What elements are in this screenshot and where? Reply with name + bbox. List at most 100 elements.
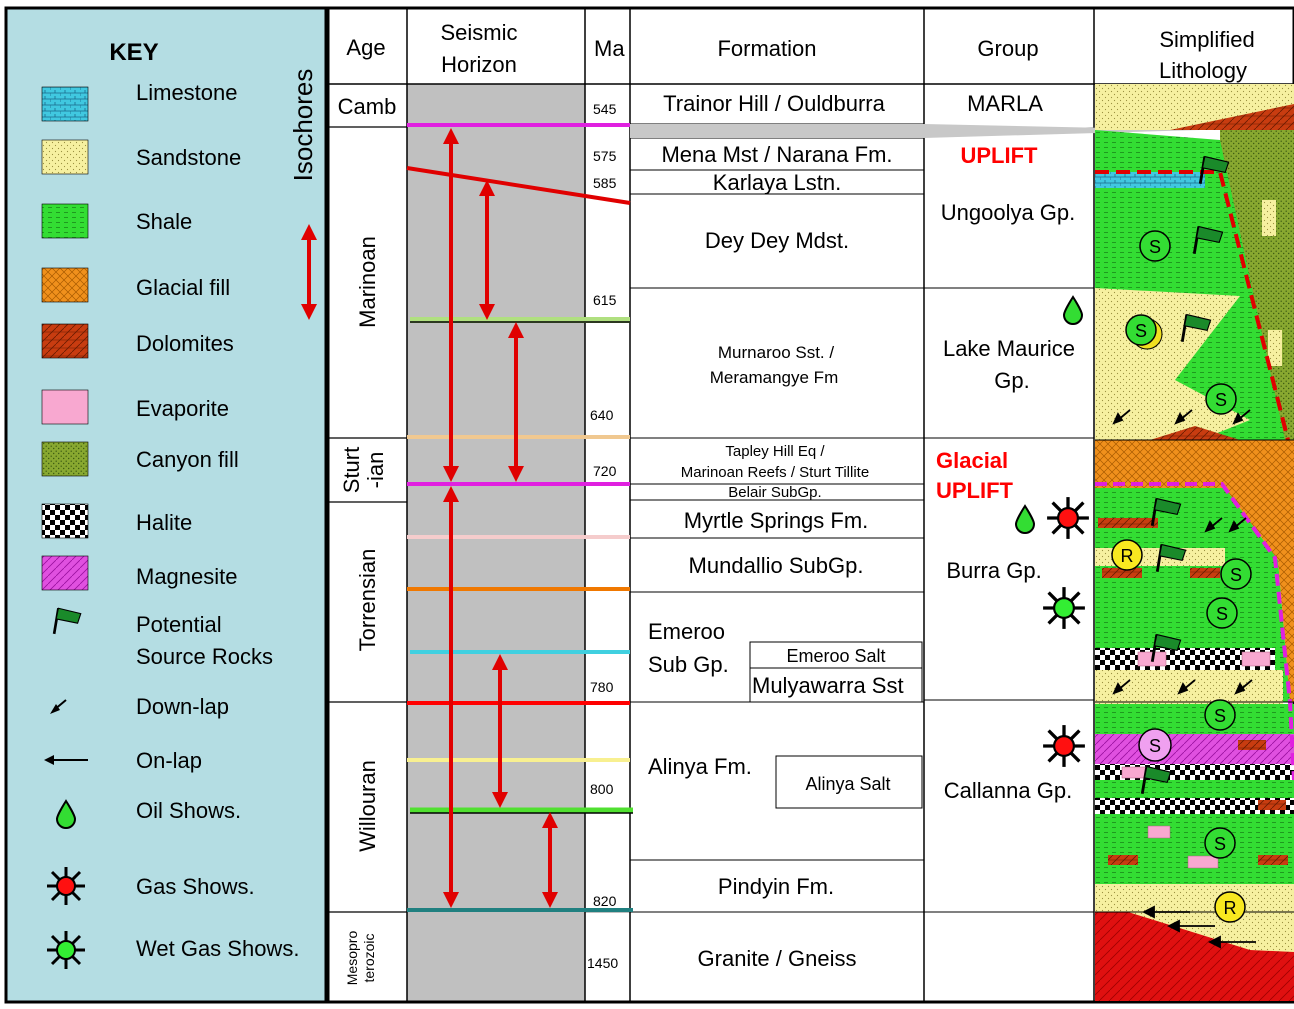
group-burra: Burra Gp.	[946, 558, 1041, 583]
table-headers: Age Seismic Horizon Ma Formation Group S…	[346, 20, 1254, 83]
group-glacial-2: UPLIFT	[936, 478, 1014, 503]
ma-value: 545	[593, 101, 617, 117]
key-label-magnesite: Magnesite	[136, 564, 238, 589]
formation-emeroo-1: Emeroo	[648, 619, 725, 644]
key-label-evaporite: Evaporite	[136, 396, 229, 421]
age-torrensian: Torrensian	[355, 549, 380, 652]
onlap-arrow-icon	[44, 755, 88, 765]
source-badge: S	[1205, 383, 1237, 415]
source-badge: S	[1220, 558, 1252, 590]
formation-mulyawarra: Mulyawarra Sst	[752, 673, 904, 698]
formation-tapley-2: Marinoan Reefs / Sturt Tillite	[681, 464, 869, 481]
header-formation: Formation	[717, 36, 816, 61]
unconformity-wedge	[630, 124, 1200, 138]
mulyawarra-box	[749, 667, 923, 703]
gas-show-icon	[1042, 724, 1086, 768]
key-label-onlap: On-lap	[136, 748, 202, 773]
key-label-oil-shows: Oil Shows.	[136, 798, 241, 823]
key-label-shale: Shale	[136, 209, 192, 234]
formation-emeroo-salt: Emeroo Salt	[786, 646, 885, 666]
key-label-downlap: Down-lap	[136, 694, 229, 719]
wet-gas-show-icon	[46, 930, 86, 970]
svg-text:S: S	[1230, 565, 1242, 585]
source-badge: S	[1204, 699, 1236, 731]
svg-text:S: S	[1214, 706, 1226, 726]
group-uplift: UPLIFT	[961, 143, 1039, 168]
source-badge: S	[1204, 827, 1236, 859]
glacial-fill-swatch	[41, 267, 89, 303]
age-marinoan: Marinoan	[355, 236, 380, 328]
ma-value: 575	[593, 148, 617, 164]
formation-alinya: Alinya Fm.	[648, 754, 752, 779]
header-group: Group	[977, 36, 1038, 61]
wet-gas-show-icon	[1042, 586, 1086, 630]
formation-trainor: Trainor Hill / Ouldburra	[663, 91, 885, 116]
emeroo-salt-box	[749, 641, 923, 669]
formation-emeroo-2: Sub Gp.	[648, 652, 729, 677]
group-marla: MARLA	[967, 91, 1043, 116]
formation-alinya-salt: Alinya Salt	[805, 774, 890, 794]
ma-value: 720	[593, 463, 617, 479]
header-seismic-1: Seismic	[440, 20, 517, 45]
formation-tapley-1: Tapley Hill Eq /	[725, 443, 825, 460]
formation-granite: Granite / Gneiss	[698, 946, 857, 971]
formation-mundallio: Mundallio SubGp.	[689, 553, 864, 578]
group-column: MARLA UPLIFT Ungoolya Gp. Lake Maurice G…	[936, 91, 1090, 803]
formation-deydey: Dey Dey Mdst.	[705, 228, 849, 253]
age-willouran: Willouran	[355, 760, 380, 852]
svg-text:S: S	[1149, 237, 1161, 257]
gas-show-icon	[46, 866, 86, 906]
halite-swatch	[41, 503, 89, 539]
limestone-swatch	[41, 86, 89, 122]
age-mesoproterozoic-2: terozoic	[361, 933, 377, 982]
source-badge: S	[1139, 230, 1171, 262]
key-label-wet-gas-shows: Wet Gas Shows.	[136, 936, 299, 961]
source-badge: S	[1138, 728, 1172, 762]
svg-text:S: S	[1149, 736, 1161, 756]
dolomites-swatch	[41, 323, 89, 359]
key-label-limestone: Limestone	[136, 80, 238, 105]
svg-text:R: R	[1224, 898, 1237, 918]
age-camb: Camb	[338, 94, 397, 119]
header-lithology-1: Simplified	[1159, 27, 1254, 52]
svg-text:S: S	[1215, 390, 1227, 410]
key-label-canyon-fill: Canyon fill	[136, 447, 239, 472]
source-badge: S	[1206, 597, 1238, 629]
group-glacial-1: Glacial	[936, 448, 1008, 473]
shale-swatch	[41, 203, 89, 239]
formation-mena: Mena Mst / Narana Fm.	[661, 142, 892, 167]
header-seismic-2: Horizon	[441, 52, 517, 77]
formation-murnaroo-2: Meramangye Fm	[710, 368, 838, 387]
key-title: KEY	[109, 39, 158, 66]
sandstone-swatch	[41, 139, 89, 175]
formation-karlaya: Karlaya Lstn.	[713, 170, 841, 195]
key-label-gas-shows: Gas Shows.	[136, 874, 255, 899]
ma-value: 820	[593, 893, 617, 909]
key-label-source-rocks-2: Source Rocks	[136, 644, 273, 669]
header-ma: Ma	[594, 36, 625, 61]
ma-value: 640	[590, 407, 614, 423]
age-mesoproterozoic-1: Mesopro	[344, 931, 360, 986]
header-age: Age	[346, 35, 385, 60]
seismic-column-bg	[407, 84, 585, 1002]
age-sturtian-2: -ian	[363, 452, 388, 489]
isochores-label: Isochores	[288, 69, 318, 182]
canyon-fill-swatch	[41, 441, 89, 477]
ma-value: 1450	[587, 955, 618, 971]
formation-pindyin: Pindyin Fm.	[718, 874, 834, 899]
ma-value: 585	[593, 175, 617, 191]
age-column: Camb Marinoan Sturt -ian Torrensian Will…	[338, 94, 397, 985]
age-sturtian-1: Sturt	[339, 447, 364, 493]
svg-text:S: S	[1216, 604, 1228, 624]
magnesite-swatch	[41, 555, 89, 591]
ma-value: 780	[590, 679, 614, 695]
oil-drop-icon	[1014, 504, 1036, 535]
downlap-arrow-icon	[50, 699, 67, 714]
svg-text:S: S	[1135, 321, 1147, 341]
key-label-dolomites: Dolomites	[136, 331, 234, 356]
alinya-salt-box	[775, 755, 923, 809]
formation-murnaroo-1: Murnaroo Sst. /	[718, 343, 834, 362]
svg-text:R: R	[1121, 546, 1134, 566]
group-ungoolya: Ungoolya Gp.	[941, 200, 1076, 225]
ma-value: 800	[590, 781, 614, 797]
